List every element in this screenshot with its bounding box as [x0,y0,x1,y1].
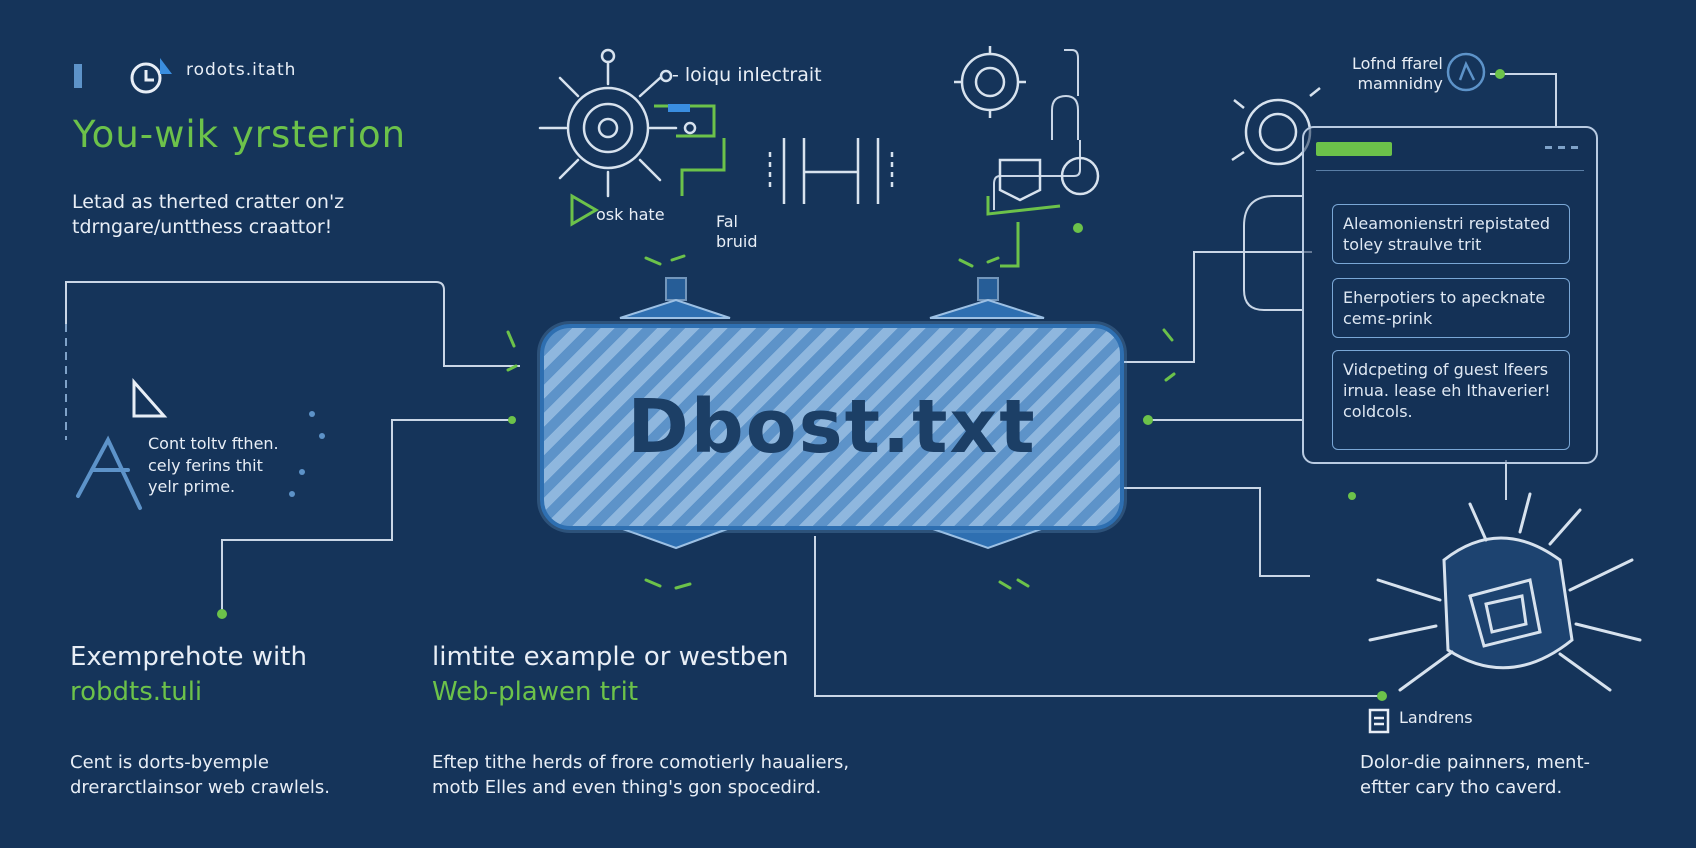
top-label-3-line-1: Fal [716,212,738,231]
hub-title: Dbost.txt [627,384,1037,470]
section-1-body-line-1: Cent is dorts-byemple [70,752,269,773]
legend: Landrens [1367,708,1473,728]
section-1-title: Exemprehote with robdts.tuli [70,640,307,710]
intro-line-2: tdrngare/untthess craattor! [72,215,333,238]
panel-dots [1545,146,1578,149]
panel-card-3: Vidcpeting of guest lfeers irnua. lease … [1332,350,1570,450]
top-label-3: Fal bruid [716,212,757,252]
section-2-title-line-1: limtite example or westben [432,642,789,672]
section-2-title: limtite example or westben Web-plawen tr… [432,640,789,710]
info-panel: Aleamonienstri repistated toley straulve… [1302,126,1598,464]
section-3-body: Dolor-die painners, ment- eftter cary th… [1360,750,1590,800]
top-label-3-line-2: bruid [716,232,758,251]
panel-card-1: Aleamonienstri repistated toley straulve… [1332,204,1570,264]
section-1-title-line-1: Exemprehote with [70,642,307,672]
panel-header-bar [1316,142,1392,156]
left-note: Cont toltv fthen. cely ferins thit yelr … [148,433,279,498]
section-3-body-line-2: eftter cary tho caverd. [1360,777,1563,799]
section-3-body-line-1: Dolor-die painners, ment- [1360,752,1590,773]
intro-line-1: Letad as therted cratter on'z [72,191,345,213]
panel-label-line-1: Lofnd ffarel [1352,54,1443,73]
brand-mark-bar [74,64,82,88]
section-2-title-line-2: Web-plawen trit [432,677,639,708]
brand: rodots.itath [70,60,296,81]
section-2-body-line-1: Eftep tithe herds of frore comotierly ha… [432,752,850,773]
top-label-2: osk hate [596,205,665,224]
section-1-body-line-2: drerarctlainsor web crawlels. [70,777,331,799]
legend-label: Landrens [1399,708,1473,727]
brand-name: rodots.itath [186,60,297,80]
section-2-body: Eftep tithe herds of frore comotierly ha… [432,750,849,800]
headline: You-wik yrsterion [73,113,407,156]
top-label-1: - loiqu inlectrait [672,64,822,86]
panel-divider [1316,170,1584,171]
panel-card-2: Eherpotiers to apecknate cemɛ-prink [1332,278,1570,338]
section-1-title-line-2: robdts.tuli [70,677,203,708]
panel-label: Lofnd ffarel mamnidny [1352,54,1443,94]
section-1-body: Cent is dorts-byemple drerarctlainsor we… [70,750,330,800]
left-note-line-3: yelr prime. [148,477,236,497]
section-2-body-line-2: motb Elles and even thing's gon spocedir… [432,777,822,799]
left-note-line-2: cely ferins thit [148,455,263,475]
panel-label-line-2: mamnidny [1357,74,1443,93]
robots-txt-hub: Dbost.txt [540,324,1124,530]
intro-text: Letad as therted cratter on'z tdrngare/u… [72,190,344,239]
left-note-line-1: Cont toltv fthen. [148,434,279,453]
